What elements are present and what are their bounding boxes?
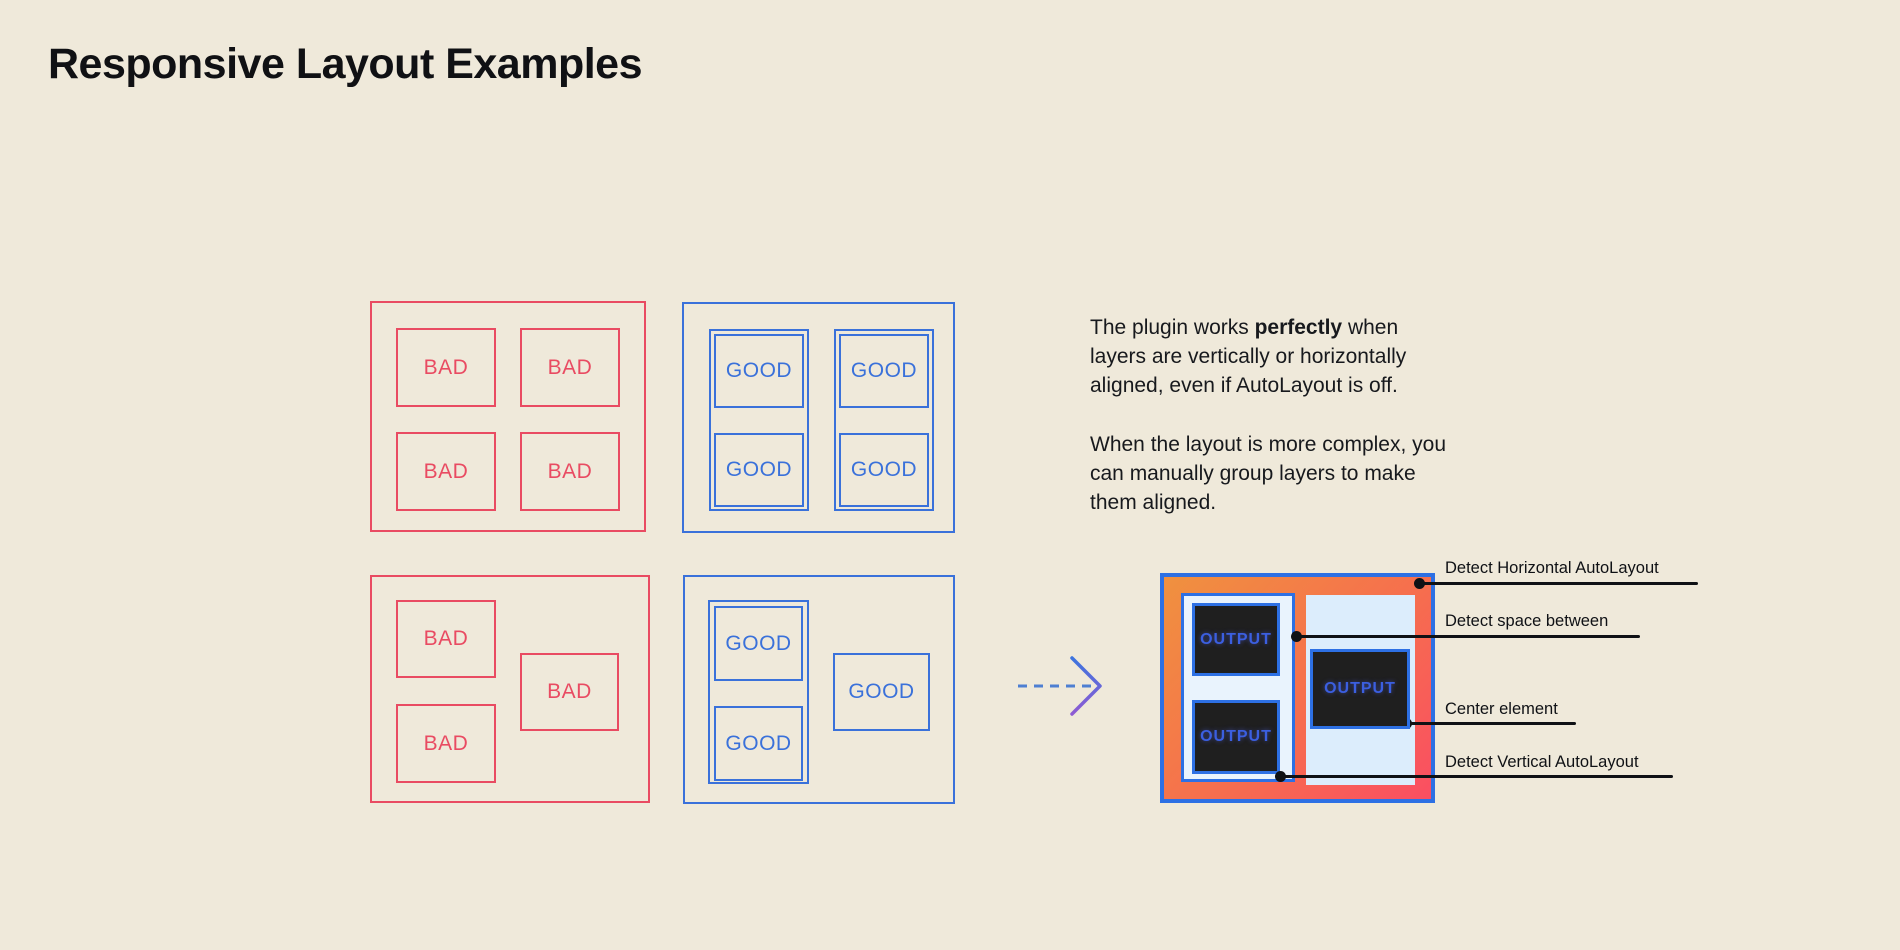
bad-grid-example-frame: BAD BAD BAD BAD [370, 301, 646, 532]
annotation-line [1420, 582, 1698, 585]
bad-box: BAD [520, 432, 620, 511]
description-bold-word: perfectly [1254, 316, 1343, 339]
bad-box: BAD [520, 328, 620, 407]
good-box: GOOD [714, 706, 803, 781]
description-line: layers are vertically or horizontally [1090, 345, 1407, 368]
good-column-group: GOOD GOOD [708, 600, 809, 784]
bad-box: BAD [396, 600, 496, 678]
description-line: them aligned. [1090, 491, 1217, 514]
good-box: GOOD [714, 433, 804, 507]
description-line: The plugin works [1090, 316, 1255, 339]
bad-box: BAD [396, 704, 496, 783]
good-grid-example-frame: GOOD GOOD GOOD GOOD [682, 302, 955, 533]
output-panel: OUTPUT OUTPUT OUTPUT [1160, 573, 1435, 803]
description-paragraph-1: The plugin works perfectly when layers a… [1090, 313, 1560, 400]
good-box: GOOD [714, 606, 803, 681]
bad-box: BAD [520, 653, 619, 731]
good-box: GOOD [839, 334, 929, 408]
description-paragraph-2: When the layout is more complex, you can… [1090, 430, 1560, 517]
output-box: OUTPUT [1192, 603, 1280, 676]
good-box: GOOD [714, 334, 804, 408]
output-center-box: OUTPUT [1310, 649, 1410, 729]
annotation-label-horizontal-autolayout: Detect Horizontal AutoLayout [1445, 559, 1659, 577]
description-text: The plugin works perfectly when layers a… [1090, 313, 1560, 517]
output-box: OUTPUT [1192, 700, 1280, 774]
description-line: aligned, even if AutoLayout is off. [1090, 374, 1398, 397]
transform-arrow-icon [1018, 656, 1102, 716]
annotation-dot [1291, 631, 1302, 642]
annotation-line [1281, 775, 1673, 778]
bad-box: BAD [396, 328, 496, 407]
annotation-label-center-element: Center element [1445, 700, 1558, 718]
good-grouped-example-frame: GOOD GOOD GOOD [683, 575, 955, 804]
annotation-dot [1414, 578, 1425, 589]
annotation-label-vertical-autolayout: Detect Vertical AutoLayout [1445, 753, 1639, 771]
bad-scattered-example-frame: BAD BAD BAD [370, 575, 650, 803]
good-column-group: GOOD GOOD [834, 329, 934, 511]
annotation-line [1297, 635, 1640, 638]
good-box: GOOD [833, 653, 930, 731]
good-column-group: GOOD GOOD [709, 329, 809, 511]
description-line: When the layout is more complex, you [1090, 433, 1446, 456]
output-vertical-group: OUTPUT OUTPUT [1181, 593, 1295, 782]
description-line: when [1342, 316, 1399, 339]
annotation-line [1407, 722, 1576, 725]
annotation-dot [1275, 771, 1286, 782]
good-box: GOOD [839, 433, 929, 507]
annotation-label-space-between: Detect space between [1445, 612, 1609, 630]
description-line: can manually group layers to make [1090, 462, 1416, 485]
bad-box: BAD [396, 432, 496, 511]
page-title: Responsive Layout Examples [48, 40, 643, 88]
